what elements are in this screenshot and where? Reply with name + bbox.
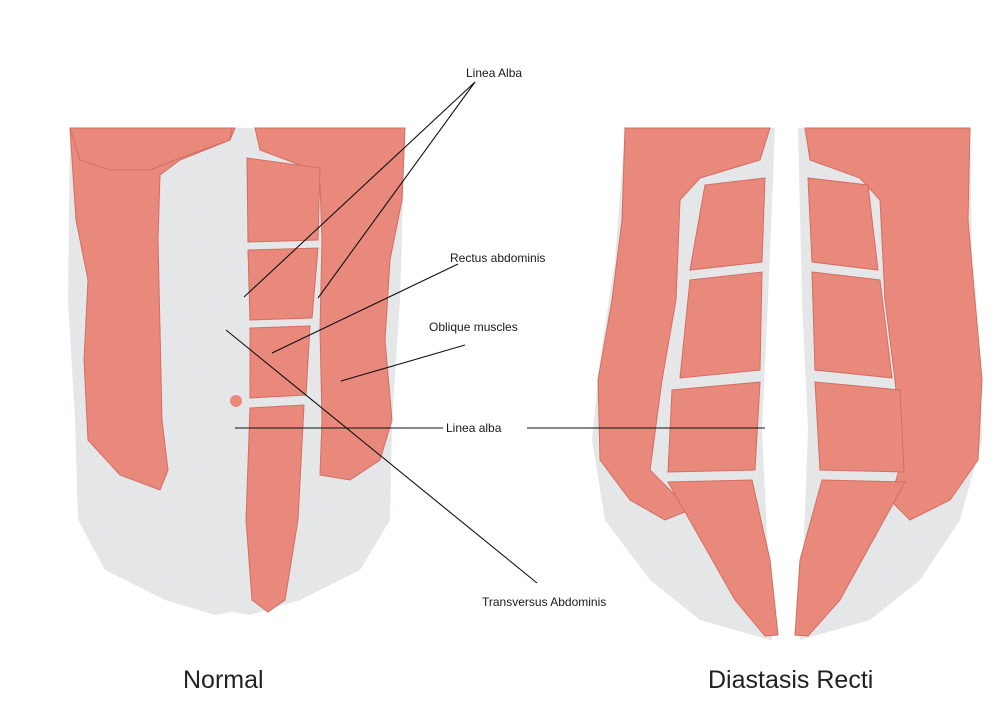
normal-abdomen: [68, 128, 405, 615]
labels: Linea Alba Rectus abdominis Oblique musc…: [429, 66, 606, 609]
label-oblique-muscles: Oblique muscles: [429, 320, 518, 334]
captions: Normal Diastasis Recti: [183, 666, 873, 694]
label-transversus-abdominis: Transversus Abdominis: [482, 595, 606, 609]
label-rectus-abdominis: Rectus abdominis: [450, 251, 545, 265]
caption-diastasis-recti: Diastasis Recti: [708, 666, 873, 694]
caption-normal: Normal: [183, 666, 264, 694]
label-linea-alba-mid: Linea alba: [446, 421, 502, 435]
navel: [230, 395, 242, 407]
label-linea-alba-top: Linea Alba: [466, 66, 522, 80]
diastasis-abdomen: [592, 128, 982, 640]
